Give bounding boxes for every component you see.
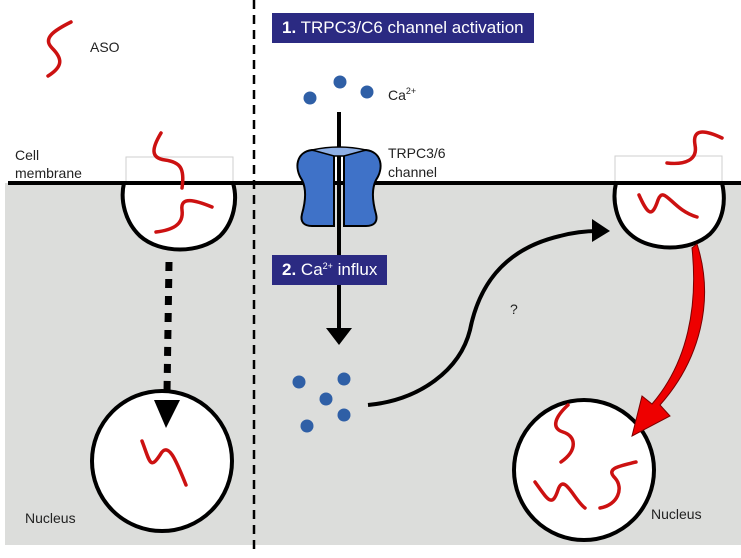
aso-strand-icon [46,20,73,78]
aso-strand-nucleus-right-1 [553,403,575,464]
step-2-text-before: Ca [300,260,323,279]
aso-strand-endosome-right [637,193,699,219]
nucleus-right-label: Nucleus [651,506,702,522]
unknown-mechanism-label: ? [510,301,518,317]
step-1-text: TRPC3/C6 channel activation [300,18,524,37]
endosome-right-opening [614,155,723,184]
calcium-flow-arrowhead [326,328,352,345]
step-2-superscript: 2+ [322,261,333,271]
trpc-channel-icon [296,146,382,227]
calcium-ions-intracellular [292,372,351,433]
calcium-label-superscript: 2+ [405,86,417,96]
cell-membrane-label-line2: membrane [15,165,82,181]
slow-transport-arrow [163,261,173,393]
channel-label-line1: TRPC3/6 [388,145,446,161]
unknown-pathway-arrow [367,229,599,407]
slow-transport-arrowhead [154,400,180,428]
aso-strand-nucleus-left [140,439,188,487]
step-1-label: 1. TRPC3/C6 channel activation [272,13,534,43]
channel-label-line2: channel [388,164,438,180]
nucleus-left [90,389,234,533]
nucleus-left-label: Nucleus [25,510,76,526]
aso-strand-endosome-left-1 [152,131,185,190]
step-2-text-after: influx [332,260,378,279]
endosome-left [120,181,238,252]
cell-membrane-label-line1: Cell [15,147,40,163]
aso-strand-endosome-left-2 [154,198,214,234]
aso-strand-nucleus-right-3 [598,460,638,510]
enhanced-transport-arrow [631,243,706,437]
aso-strand-nucleus-right-2 [533,480,587,510]
aso-strand-outside-right [665,130,724,166]
aso-legend-label: ASO [90,39,120,55]
step-1-number: 1. [282,18,297,37]
step-2-number: 2. [282,260,297,279]
nucleus-right [512,398,656,542]
step-2-label: 2. Ca2+ influx [272,255,388,285]
calcium-label-text: Ca [388,87,406,103]
endosome-left-opening [125,156,234,185]
calcium-label: Ca2+ [388,86,416,104]
calcium-ions-extracellular [303,75,374,105]
unknown-pathway-arrowhead [592,219,610,242]
